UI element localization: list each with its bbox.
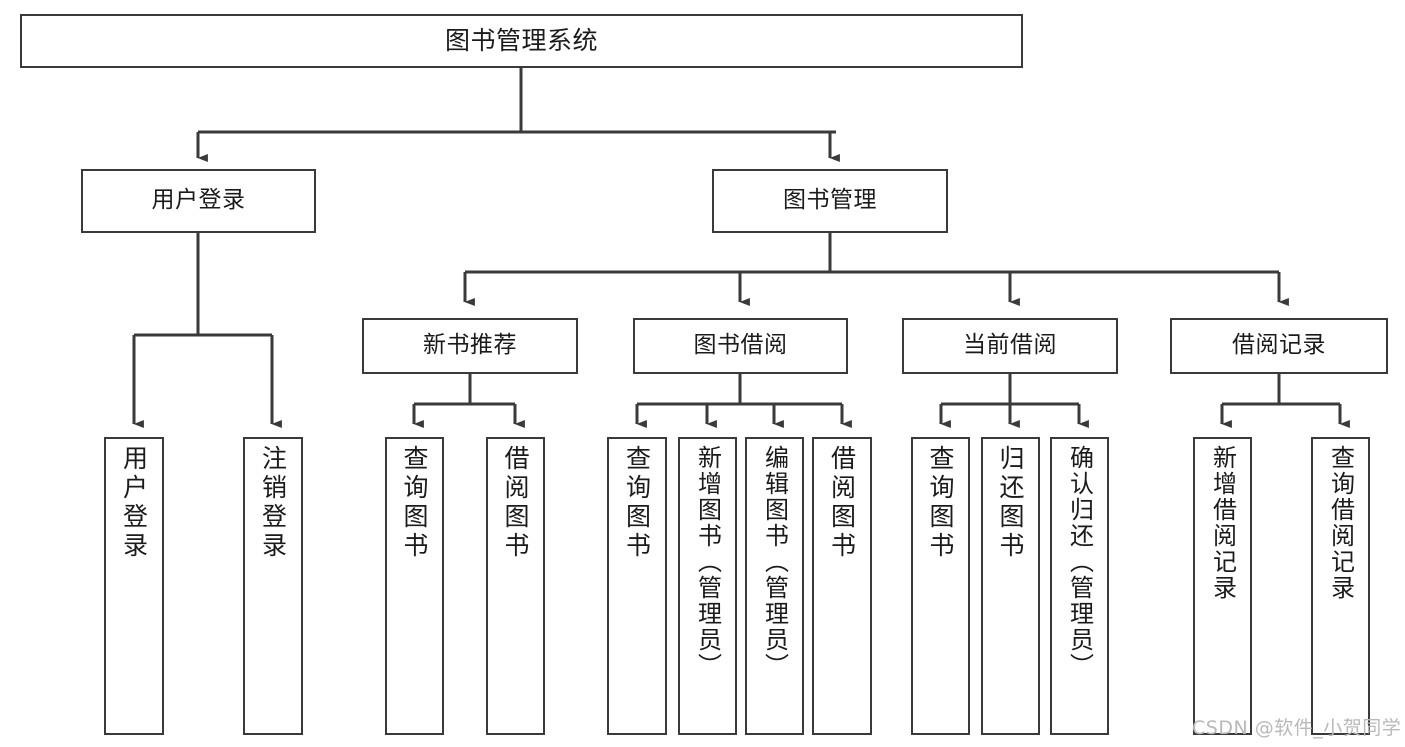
node-book-borrow[interactable]: 图书借阅	[633, 318, 848, 374]
leaf-current-query-book[interactable]: 查询图书	[911, 437, 970, 735]
leaf-label: 借阅图书	[827, 445, 857, 561]
leaf-current-confirm-return[interactable]: 确认归还（管理员）	[1050, 437, 1109, 735]
leaf-label: 确认归还（管理员）	[1065, 445, 1094, 679]
node-current-borrow-label: 当前借阅	[963, 332, 1057, 359]
leaf-label: 查询图书	[926, 445, 955, 561]
leaf-label: 编辑图书（管理员）	[760, 445, 789, 679]
leaf-current-return-book[interactable]: 归还图书	[981, 437, 1040, 735]
csdn-watermark: CSDN @软件_小贺同学	[1192, 717, 1402, 739]
leaf-label: 用户登录	[119, 445, 149, 561]
node-root[interactable]: 图书管理系统	[20, 14, 1023, 68]
leaf-label: 借阅图书	[501, 445, 530, 561]
node-borrow-record-label: 借阅记录	[1232, 332, 1326, 359]
node-root-label: 图书管理系统	[444, 26, 598, 56]
leaf-borrow-borrow-book[interactable]: 借阅图书	[812, 437, 872, 735]
leaf-borrow-edit-book[interactable]: 编辑图书（管理员）	[745, 437, 804, 735]
leaf-borrow-add-book[interactable]: 新增图书（管理员）	[678, 437, 737, 735]
node-book-borrow-label: 图书借阅	[693, 332, 788, 359]
node-new-book-recommend[interactable]: 新书推荐	[362, 318, 578, 374]
leaf-label: 归还图书	[996, 445, 1025, 561]
leaf-label: 新增图书（管理员）	[693, 445, 722, 679]
leaf-user-login-logout[interactable]: 注销登录	[243, 437, 303, 735]
leaf-borrow-query-book[interactable]: 查询图书	[607, 437, 667, 735]
leaf-label: 新增借阅记录	[1208, 445, 1237, 601]
leaf-recommend-borrow-book[interactable]: 借阅图书	[486, 437, 545, 735]
leaf-label: 注销登录	[258, 445, 288, 561]
leaf-record-add-record[interactable]: 新增借阅记录	[1193, 437, 1252, 735]
node-user-login[interactable]: 用户登录	[81, 169, 316, 233]
leaf-recommend-query-book[interactable]: 查询图书	[385, 437, 444, 735]
node-borrow-record[interactable]: 借阅记录	[1170, 318, 1388, 374]
leaf-record-query-record[interactable]: 查询借阅记录	[1311, 437, 1370, 735]
leaf-label: 查询图书	[400, 445, 429, 561]
node-user-login-label: 用户登录	[151, 187, 246, 214]
leaf-label: 查询图书	[622, 445, 652, 561]
node-book-management[interactable]: 图书管理	[712, 169, 948, 233]
node-book-management-label: 图书管理	[783, 187, 877, 214]
leaf-label: 查询借阅记录	[1326, 445, 1355, 601]
node-current-borrow[interactable]: 当前借阅	[902, 318, 1118, 374]
leaf-user-login-login[interactable]: 用户登录	[104, 437, 164, 735]
node-new-book-recommend-label: 新书推荐	[423, 332, 517, 359]
